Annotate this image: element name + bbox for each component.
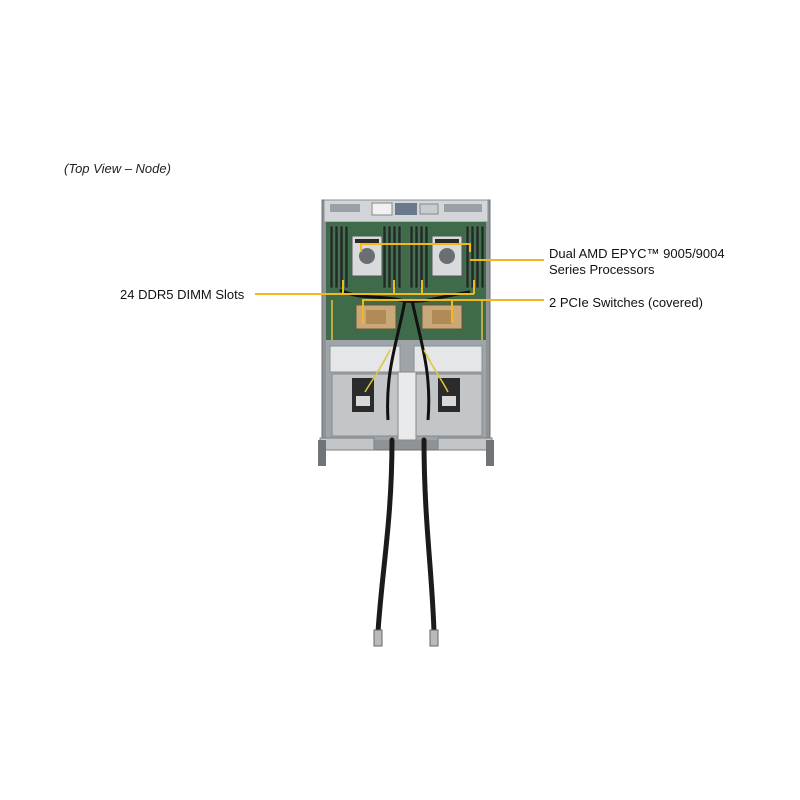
front-tray-area — [326, 299, 486, 441]
dimm-bank-right — [409, 225, 485, 289]
leader-lines — [255, 243, 544, 323]
dimm-leader — [255, 280, 475, 295]
callout-dimm-slots: 24 DDR5 DIMM Slots — [120, 287, 245, 302]
cpu-socket-2 — [431, 235, 463, 277]
cooling-hoses — [373, 437, 439, 647]
motherboard — [326, 222, 486, 340]
pcie-leader — [362, 299, 544, 323]
callout-processors: Dual AMD EPYC™ 9005/9004 Series Processo… — [549, 246, 725, 278]
processors-leader — [360, 243, 544, 261]
pcie-switch-2 — [421, 304, 463, 330]
callout-processors-line2: Series Processors — [549, 262, 655, 277]
front-handles — [318, 437, 494, 466]
cpu-socket-1 — [351, 235, 383, 277]
dimm-bank-left — [329, 225, 402, 289]
callout-pcie-switches: 2 PCIe Switches (covered) — [549, 295, 703, 310]
callout-processors-line1: Dual AMD EPYC™ 9005/9004 — [549, 246, 725, 261]
figure-caption: (Top View – Node) — [64, 161, 171, 176]
